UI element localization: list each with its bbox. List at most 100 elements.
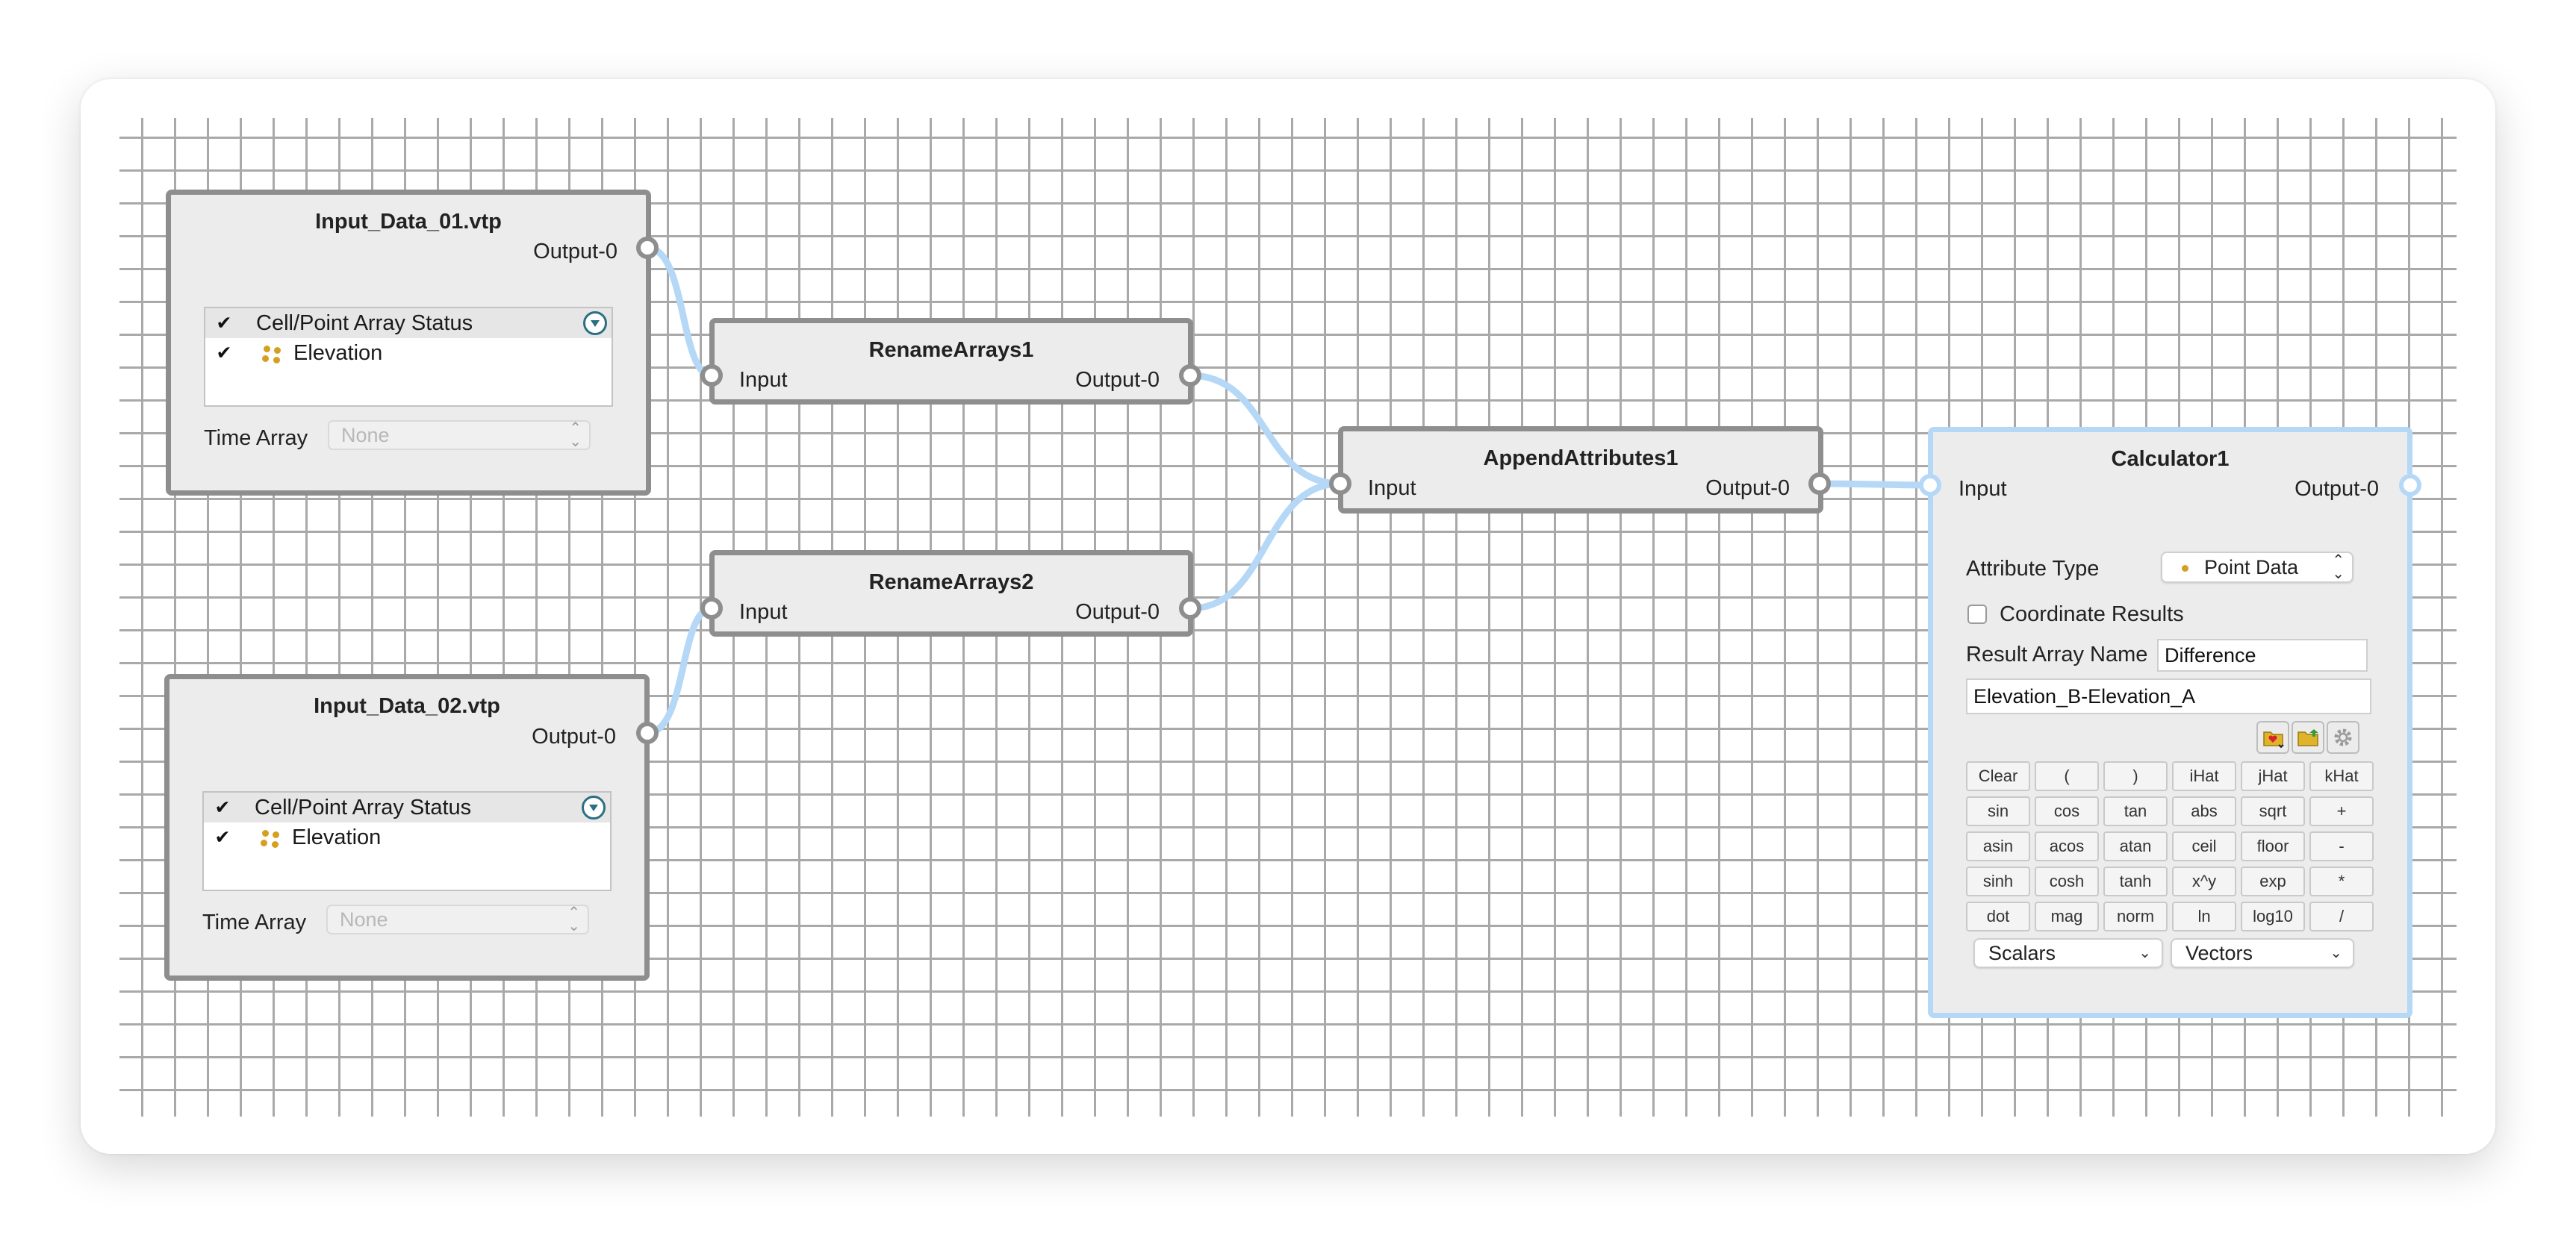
point-data-dot-icon	[2182, 565, 2188, 572]
time-array-select[interactable]: None ⌃⌄	[328, 420, 591, 450]
array-status-label: Cell/Point Array Status	[256, 311, 473, 335]
calc-button[interactable]: sinh	[1966, 867, 2030, 896]
input-port-label: Input	[739, 368, 788, 392]
time-array-value: None	[341, 424, 390, 446]
output-port-label: Output-0	[1075, 600, 1160, 624]
array-status-label: Cell/Point Array Status	[255, 796, 472, 820]
calc-button[interactable]: (	[2035, 761, 2099, 791]
point-data-icon	[262, 346, 283, 365]
calc-button[interactable]: tanh	[2103, 867, 2168, 896]
expression-value: Elevation_B-Elevation_A	[1973, 685, 2196, 708]
settings-button[interactable]	[2327, 721, 2359, 754]
time-array-value: None	[340, 908, 388, 931]
calc-button[interactable]: kHat	[2309, 761, 2374, 791]
updown-icon: ⌃⌄	[2332, 552, 2345, 582]
calc-button[interactable]: sqrt	[2241, 796, 2305, 826]
calc-button[interactable]: exp	[2241, 867, 2305, 896]
array-status-panel: ✔ Cell/Point Array Status ✔ Elevation	[202, 791, 612, 891]
node-append-attributes[interactable]: AppendAttributes1 Input Output-0	[1338, 426, 1823, 514]
attribute-type-label: Attribute Type	[1966, 557, 2100, 581]
result-array-value: Difference	[2165, 644, 2256, 667]
node-input-data-02[interactable]: Input_Data_02.vtp Output-0 ✔ Cell/Point …	[164, 674, 650, 981]
calc-button[interactable]: cos	[2035, 796, 2099, 826]
array-item-elevation[interactable]: ✔ Elevation	[204, 822, 610, 852]
input-port[interactable]	[1329, 472, 1351, 495]
coordinate-results-checkbox[interactable]	[1967, 605, 1987, 624]
node-title: Input_Data_01.vtp	[315, 210, 502, 234]
calc-button[interactable]: floor	[2241, 831, 2305, 861]
calc-button[interactable]: jHat	[2241, 761, 2305, 791]
node-rename-arrays-2[interactable]: RenameArrays2 Input Output-0	[709, 550, 1193, 637]
calc-button[interactable]: /	[2309, 902, 2374, 931]
output-port[interactable]	[1179, 364, 1201, 387]
scalars-label: Scalars	[1988, 942, 2056, 964]
calc-button[interactable]: x^y	[2172, 867, 2236, 896]
input-port-label: Input	[739, 600, 788, 624]
item-checkbox[interactable]: ✔	[214, 827, 231, 848]
favorites-icon	[2263, 731, 2284, 749]
output-port[interactable]	[1808, 472, 1831, 495]
input-port[interactable]	[1919, 474, 1941, 496]
folder-icon	[2297, 729, 2318, 746]
attribute-type-select[interactable]: Point Data ⌃⌄	[2161, 552, 2353, 583]
calc-button[interactable]: asin	[1966, 831, 2030, 861]
calc-button[interactable]: sin	[1966, 796, 2030, 826]
output-port[interactable]	[1179, 597, 1201, 619]
calc-button[interactable]: ln	[2172, 902, 2236, 931]
point-data-icon	[261, 830, 281, 849]
expression-input[interactable]: Elevation_B-Elevation_A	[1966, 678, 2371, 714]
calc-button[interactable]: mag	[2035, 902, 2099, 931]
vectors-label: Vectors	[2185, 942, 2253, 964]
node-calculator[interactable]: Calculator1 Input Output-0 Attribute Typ…	[1928, 427, 2412, 1018]
time-array-select[interactable]: None ⌃⌄	[326, 905, 589, 934]
updown-icon: ⌃⌄	[569, 420, 582, 450]
node-input-data-01[interactable]: Input_Data_01.vtp Output-0 ✔ Cell/Point …	[166, 190, 651, 496]
calc-button[interactable]: atan	[2103, 831, 2168, 861]
calc-button[interactable]: dot	[1966, 902, 2030, 931]
scalars-select[interactable]: Scalars ⌄	[1973, 938, 2163, 968]
array-item-label: Elevation	[293, 341, 383, 365]
calc-button[interactable]: +	[2309, 796, 2374, 826]
calc-button[interactable]: tan	[2103, 796, 2168, 826]
output-port-label: Output-0	[533, 240, 617, 263]
calc-button[interactable]: acos	[2035, 831, 2099, 861]
node-title: RenameArrays2	[868, 570, 1034, 594]
output-port[interactable]	[636, 237, 659, 259]
array-status-panel: ✔ Cell/Point Array Status ✔ Elevation	[204, 307, 613, 407]
calc-button[interactable]: norm	[2103, 902, 2168, 931]
calc-button[interactable]: Clear	[1966, 761, 2030, 791]
calc-button[interactable]: abs	[2172, 796, 2236, 826]
input-port[interactable]	[700, 597, 723, 619]
calc-button[interactable]: *	[2309, 867, 2374, 896]
header-checkbox[interactable]: ✔	[216, 313, 232, 334]
calc-button[interactable]: cosh	[2035, 867, 2099, 896]
input-port[interactable]	[700, 364, 723, 387]
output-port-label: Output-0	[2295, 477, 2379, 501]
chevron-down-icon: ⌄	[2330, 945, 2342, 961]
output-port[interactable]	[2399, 474, 2421, 496]
array-item-label: Elevation	[292, 825, 382, 849]
result-array-label: Result Array Name	[1966, 643, 2148, 667]
node-title: Input_Data_02.vtp	[314, 694, 500, 718]
time-array-label: Time Array	[202, 911, 307, 934]
load-folder-button[interactable]	[2292, 721, 2324, 754]
output-port[interactable]	[636, 722, 659, 744]
calc-button[interactable]: iHat	[2172, 761, 2236, 791]
calc-button[interactable]: )	[2103, 761, 2168, 791]
array-item-elevation[interactable]: ✔ Elevation	[205, 338, 612, 368]
result-array-input[interactable]: Difference	[2157, 639, 2368, 672]
header-checkbox[interactable]: ✔	[214, 797, 231, 818]
filter-icon[interactable]	[582, 796, 606, 820]
filter-icon[interactable]	[583, 311, 607, 335]
calc-button[interactable]: -	[2309, 831, 2374, 861]
array-status-header: ✔ Cell/Point Array Status	[204, 793, 610, 822]
calc-button[interactable]: ceil	[2172, 831, 2236, 861]
calc-button[interactable]: log10	[2241, 902, 2305, 931]
gear-icon	[2334, 728, 2352, 746]
vectors-select[interactable]: Vectors ⌄	[2171, 938, 2354, 968]
input-port-label: Input	[1959, 477, 2007, 501]
item-checkbox[interactable]: ✔	[216, 343, 232, 363]
node-title: Calculator1	[2111, 447, 2230, 471]
favorites-button[interactable]	[2256, 721, 2289, 754]
node-rename-arrays-1[interactable]: RenameArrays1 Input Output-0	[709, 318, 1193, 405]
